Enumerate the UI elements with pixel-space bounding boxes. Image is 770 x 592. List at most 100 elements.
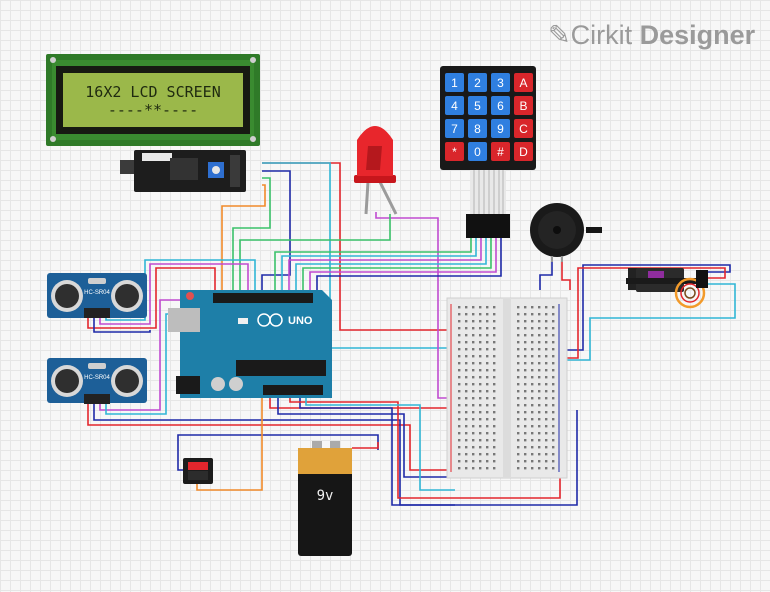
breadboard-hole[interactable] [472,404,475,407]
breadboard-hole[interactable] [531,439,534,442]
breadboard-hole[interactable] [486,320,489,323]
wire[interactable] [277,398,455,478]
breadboard-hole[interactable] [493,411,496,414]
breadboard-hole[interactable] [458,404,461,407]
breadboard-hole[interactable] [479,432,482,435]
breadboard-hole[interactable] [531,327,534,330]
breadboard-hole[interactable] [538,306,541,309]
breadboard-hole[interactable] [531,460,534,463]
breadboard-hole[interactable] [531,411,534,414]
breadboard-hole[interactable] [531,446,534,449]
wire[interactable] [87,404,455,471]
wire[interactable] [289,398,561,499]
breadboard-hole[interactable] [465,327,468,330]
breadboard-hole[interactable] [465,446,468,449]
wire[interactable] [177,434,379,471]
breadboard-hole[interactable] [486,341,489,344]
breadboard-hole[interactable] [524,362,527,365]
breadboard-hole[interactable] [493,397,496,400]
breadboard-hole[interactable] [531,334,534,337]
breadboard-hole[interactable] [486,355,489,358]
breadboard-hole[interactable] [531,355,534,358]
breadboard-hole[interactable] [524,376,527,379]
breadboard-hole[interactable] [531,390,534,393]
breadboard-hole[interactable] [465,453,468,456]
breadboard-hole[interactable] [486,390,489,393]
breadboard-hole[interactable] [531,320,534,323]
breadboard-hole[interactable] [493,418,496,421]
keypad-key-7[interactable] [514,96,533,115]
breadboard-hole[interactable] [458,397,461,400]
breadboard-hole[interactable] [517,362,520,365]
breadboard-hole[interactable] [486,453,489,456]
arduino-uno[interactable]: UNO [168,290,332,398]
breadboard-hole[interactable] [493,425,496,428]
breadboard-hole[interactable] [465,320,468,323]
breadboard-hole[interactable] [552,432,555,435]
breadboard-hole[interactable] [472,369,475,372]
keypad-key-3[interactable] [514,73,533,92]
breadboard-hole[interactable] [493,348,496,351]
breadboard-hole[interactable] [545,320,548,323]
breadboard-hole[interactable] [545,439,548,442]
breadboard-hole[interactable] [472,376,475,379]
breadboard-hole[interactable] [479,355,482,358]
breadboard-hole[interactable] [552,355,555,358]
wire[interactable] [375,212,455,399]
breadboard-hole[interactable] [493,313,496,316]
breadboard-hole[interactable] [465,425,468,428]
breadboard-hole[interactable] [465,397,468,400]
breadboard-hole[interactable] [493,355,496,358]
breadboard-hole[interactable] [479,467,482,470]
wire[interactable] [221,184,266,292]
breadboard-hole[interactable] [517,383,520,386]
breadboard-hole[interactable] [517,439,520,442]
breadboard-hole[interactable] [479,313,482,316]
breadboard-hole[interactable] [517,390,520,393]
breadboard-hole[interactable] [545,453,548,456]
breadboard-hole[interactable] [531,362,534,365]
breadboard-hole[interactable] [479,341,482,344]
breadboard-hole[interactable] [479,306,482,309]
rocker-switch[interactable] [183,458,213,484]
breadboard-hole[interactable] [524,453,527,456]
breadboard-hole[interactable] [545,327,548,330]
breadboard-hole[interactable] [458,467,461,470]
breadboard-hole[interactable] [486,411,489,414]
breadboard-hole[interactable] [493,467,496,470]
breadboard-hole[interactable] [493,362,496,365]
breadboard-hole[interactable] [493,334,496,337]
breadboard-hole[interactable] [552,348,555,351]
breadboard-hole[interactable] [524,460,527,463]
breadboard-hole[interactable] [472,390,475,393]
breadboard-hole[interactable] [545,411,548,414]
wire[interactable] [196,398,263,491]
breadboard-hole[interactable] [545,425,548,428]
breadboard-hole[interactable] [545,446,548,449]
breadboard-hole[interactable] [531,313,534,316]
wire[interactable] [93,318,151,333]
breadboard-hole[interactable] [538,369,541,372]
breadboard-hole[interactable] [531,418,534,421]
breadboard-hole[interactable] [552,397,555,400]
breadboard-hole[interactable] [486,383,489,386]
breadboard-hole[interactable] [524,355,527,358]
breadboard-hole[interactable] [486,439,489,442]
keypad-key-5[interactable] [468,96,487,115]
breadboard-hole[interactable] [517,306,520,309]
breadboard-hole[interactable] [486,467,489,470]
breadboard-hole[interactable] [517,369,520,372]
breadboard-hole[interactable] [531,404,534,407]
breadboard-hole[interactable] [465,404,468,407]
breadboard-hole[interactable] [472,341,475,344]
breadboard-hole[interactable] [545,467,548,470]
wire[interactable] [305,398,455,491]
breadboard-hole[interactable] [545,460,548,463]
breadboard-hole[interactable] [465,369,468,372]
breadboard-hole[interactable] [524,439,527,442]
breadboard-hole[interactable] [552,411,555,414]
breadboard-hole[interactable] [486,348,489,351]
keypad-key-15[interactable] [514,142,533,161]
breadboard-hole[interactable] [465,334,468,337]
wire[interactable] [274,238,472,292]
